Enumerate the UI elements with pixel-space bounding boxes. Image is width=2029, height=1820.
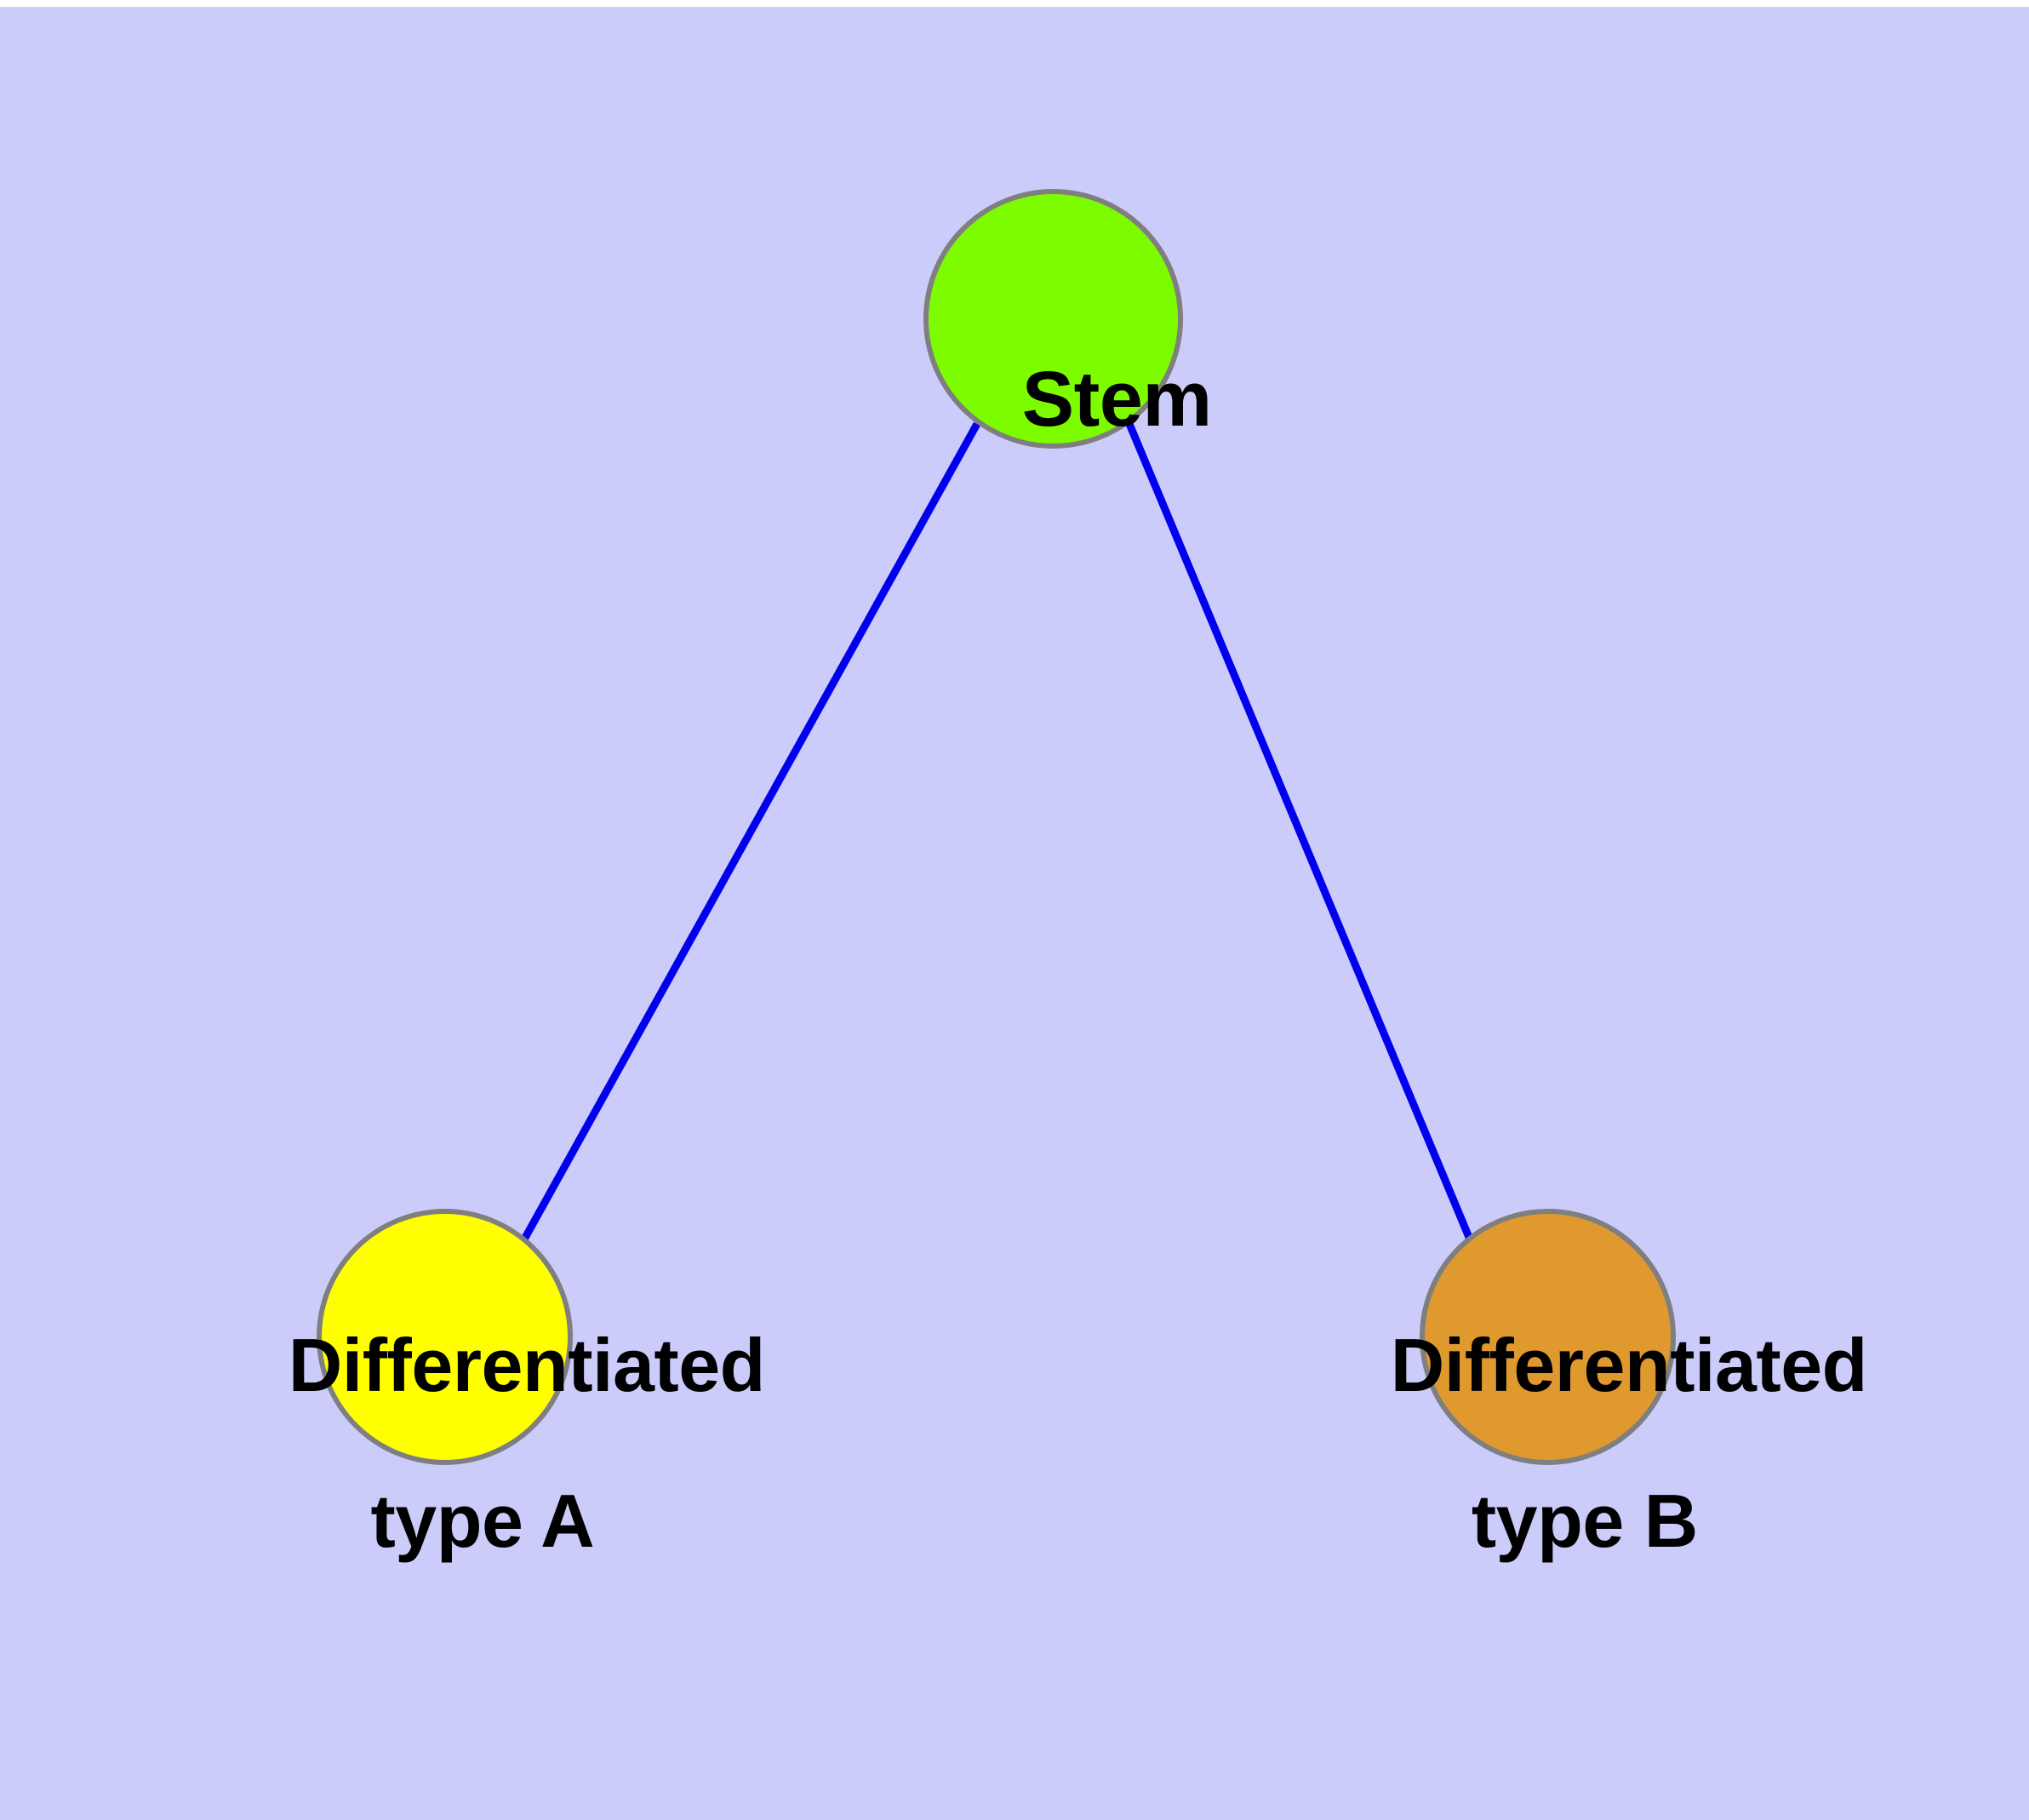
edge-stem-to-differentiated-type-b [1125,422,1477,1247]
edge-layer [517,421,1477,1248]
edge-stem-to-differentiated-type-a [517,421,980,1248]
node-differentiated-type-a[interactable] [317,1209,573,1465]
graph-surface: Stem Differentiated type A Differentiate… [0,7,2029,1820]
node-differentiated-type-b[interactable] [1420,1209,1676,1465]
node-stem[interactable] [923,189,1183,449]
